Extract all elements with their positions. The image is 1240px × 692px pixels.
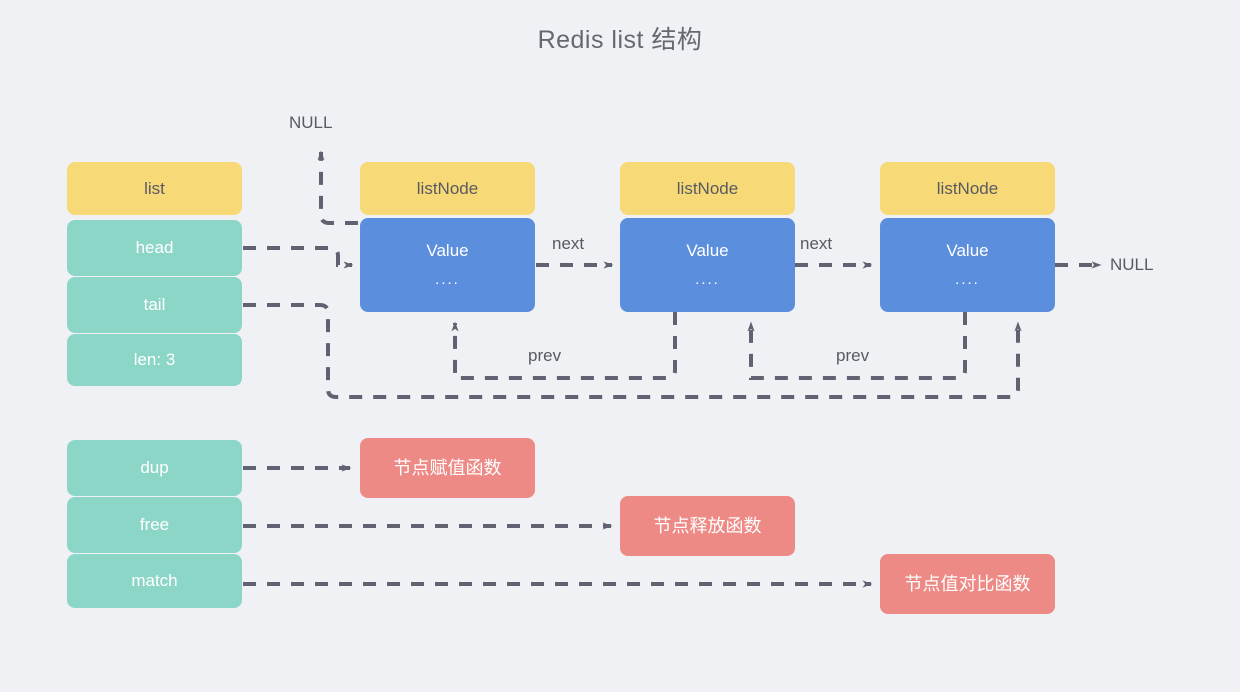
listnode-3-value-label: Value (946, 241, 989, 260)
function-node-assign[interactable]: 节点赋值函数 (360, 438, 535, 498)
label-prev-2: prev (836, 346, 870, 365)
listnode-3-value: Value .... (880, 218, 1055, 312)
listnode-1-value-dots: .... (435, 271, 460, 289)
function-node-free[interactable]: 节点释放函数 (620, 496, 795, 556)
list-field-head[interactable]: head (67, 220, 242, 276)
listnode-2-value: Value .... (620, 218, 795, 312)
listnode-1-value: Value .... (360, 218, 535, 312)
listnode-1-header: listNode (360, 162, 535, 215)
wire-prev-node2-node1 (451, 312, 677, 380)
label-next-2: next (800, 234, 833, 253)
listnode-2-value-label: Value (686, 241, 729, 260)
list-struct-header: list (67, 162, 242, 215)
listnode-2-header: listNode (620, 162, 795, 215)
wire-head-to-node1 (243, 246, 354, 269)
callback-field-free[interactable]: free (67, 497, 242, 553)
wire-tail-to-node3 (243, 303, 1022, 399)
label-prev-1: prev (528, 346, 562, 365)
callback-field-match[interactable]: match (67, 554, 242, 608)
callback-field-dup[interactable]: dup (67, 440, 242, 496)
label-null-top: NULL (289, 113, 333, 132)
function-node-match[interactable]: 节点值对比函数 (880, 554, 1055, 614)
label-next-1: next (552, 234, 585, 253)
listnode-3-value-dots: .... (955, 271, 980, 289)
listnode-1-value-label: Value (426, 241, 469, 260)
label-null-right: NULL (1110, 255, 1154, 274)
wire-prev-node3-node2 (747, 312, 967, 380)
page-title: Redis list 结构 (537, 26, 703, 54)
wire-node1-prev-null (317, 150, 358, 225)
list-field-tail[interactable]: tail (67, 277, 242, 333)
list-field-len: len: 3 (67, 334, 242, 386)
listnode-2-value-dots: .... (695, 271, 720, 289)
listnode-3-header: listNode (880, 162, 1055, 215)
